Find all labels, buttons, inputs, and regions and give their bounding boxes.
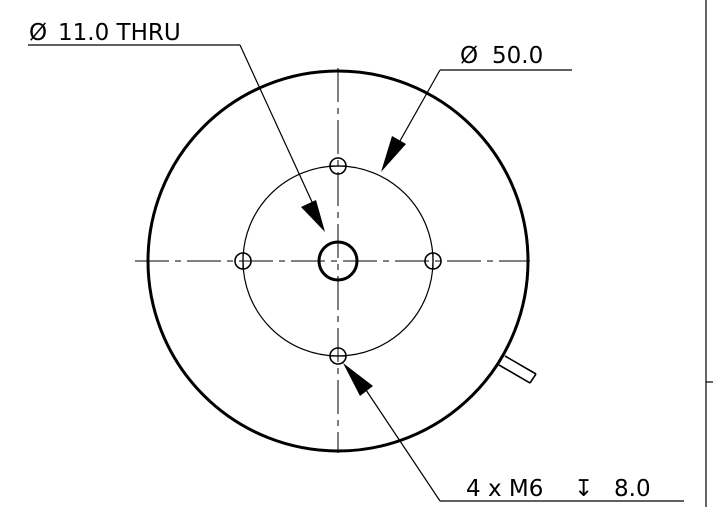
thru-hole-diameter-symbol: Ø bbox=[29, 20, 47, 46]
thru-hole-label: 11.0 THRU bbox=[58, 20, 181, 46]
tapped-hole-right bbox=[424, 252, 442, 270]
arrowhead-bolt-circle bbox=[381, 136, 406, 172]
side-tab bbox=[498, 355, 537, 384]
tapped-hole-top bbox=[329, 157, 347, 175]
callout-tapped-holes: 4 x M6 ↧ 8.0 bbox=[343, 363, 684, 502]
tapped-hole-left bbox=[234, 252, 252, 270]
bolt-circle-label: 50.0 bbox=[492, 43, 543, 69]
arrowhead-tapped-holes bbox=[343, 363, 373, 396]
arrowhead-thru-hole bbox=[301, 200, 325, 232]
tapped-hole-bottom bbox=[329, 347, 347, 365]
tapped-holes-depth: 8.0 bbox=[614, 476, 651, 502]
depth-symbol: ↧ bbox=[574, 476, 593, 502]
callout-bolt-circle: Ø 50.0 bbox=[381, 43, 572, 172]
tapped-holes-label: 4 x M6 bbox=[466, 476, 543, 502]
bolt-circle-diameter-symbol: Ø bbox=[460, 43, 478, 69]
callout-thru-hole: Ø 11.0 THRU bbox=[28, 20, 325, 232]
center-thru-hole bbox=[317, 240, 359, 282]
